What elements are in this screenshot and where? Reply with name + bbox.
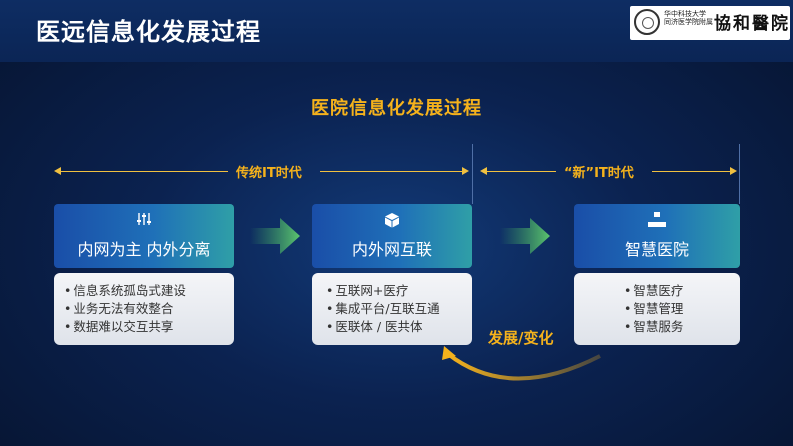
list-item: 互联网+医疗	[326, 282, 472, 300]
stage-card-body: 互联网+医疗 集成平台/互联互通 医联体 / 医共体	[312, 273, 472, 345]
era-label-new: “新”IT时代	[564, 166, 634, 181]
list-item: 集成平台/互联互通	[326, 300, 472, 318]
logo-college: 同济医学院附属	[664, 18, 713, 26]
stage-title: 智慧医院	[624, 240, 689, 259]
list-item: 信息系统孤岛式建设	[64, 282, 234, 300]
list-item: 智慧管理	[624, 300, 740, 318]
logo-university: 华中科技大学	[664, 10, 706, 18]
stage-card-header: 智慧医院	[574, 204, 740, 268]
stage-card-body: 信息系统孤岛式建设 业务无法有效整合 数据难以交互共享	[54, 273, 234, 345]
era-new-arrow-left-icon	[480, 167, 487, 175]
curved-arrow-icon	[442, 346, 601, 381]
cube-icon	[312, 212, 472, 232]
list-item: 数据难以交互共享	[64, 318, 234, 336]
era-arrow-right-icon	[462, 167, 469, 175]
stage-card-header: 内网为主 内外分离	[54, 204, 234, 268]
stage-title: 内网为主 内外分离	[77, 240, 211, 259]
era-divider-right	[739, 144, 740, 204]
arrow-right-icon	[500, 218, 550, 254]
transition-label: 发展/变化	[488, 329, 554, 347]
arrow-right-icon	[250, 218, 300, 254]
stage-card-body: 智慧医疗 智慧管理 智慧服务	[574, 273, 740, 345]
seal-icon	[634, 9, 660, 35]
list-item: 智慧服务	[624, 318, 740, 336]
era-new-arrow-right-icon	[730, 167, 737, 175]
era-line-new-left	[486, 171, 556, 172]
list-item: 医联体 / 医共体	[326, 318, 472, 336]
list-item: 业务无法有效整合	[64, 300, 234, 318]
hierarchy-icon	[574, 212, 740, 232]
era-divider	[472, 144, 473, 204]
era-line-traditional-left	[60, 171, 228, 172]
sliders-icon	[54, 212, 234, 230]
stage-title: 内外网互联	[351, 240, 432, 259]
section-title: 医院信息化发展过程	[311, 98, 482, 119]
hospital-logo: 华中科技大学 同济医学院附属 協和醫院	[630, 6, 790, 40]
stage-card-header: 内外网互联	[312, 204, 472, 268]
era-line-new-right	[652, 171, 730, 172]
era-arrow-left-icon	[54, 167, 61, 175]
list-item: 智慧医疗	[624, 282, 740, 300]
page-title: 医远信息化发展过程	[36, 18, 261, 46]
logo-brand: 協和醫院	[714, 14, 790, 34]
era-label-traditional: 传统IT时代	[236, 166, 302, 181]
era-line-traditional-right	[320, 171, 462, 172]
